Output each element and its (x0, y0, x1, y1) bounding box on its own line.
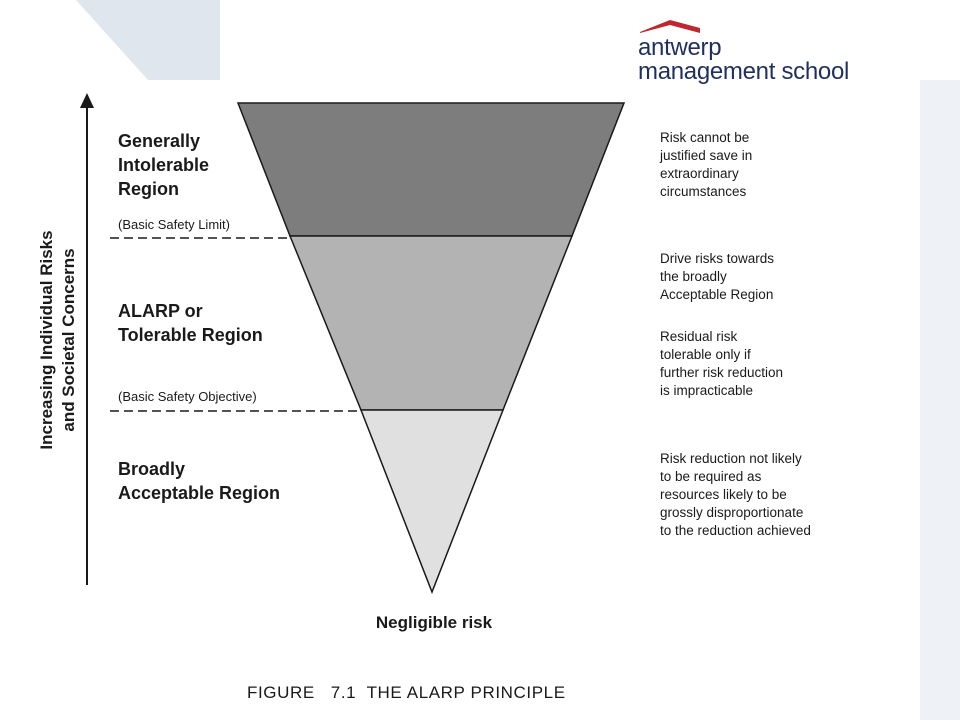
note-risk-reduction: Risk reduction not likely to be required… (660, 451, 811, 538)
note-line: Risk reduction not likely (660, 451, 802, 466)
note-line: further risk reduction (660, 365, 783, 380)
note-line: Risk cannot be (660, 130, 749, 145)
roof-icon (640, 20, 700, 33)
note-drive-risks: Drive risks towards the broadly Acceptab… (660, 251, 774, 302)
alarp-label-line-2: Tolerable Region (118, 325, 263, 345)
acceptable-label-line-1: Broadly (118, 459, 185, 479)
logo-line-2: management school (638, 58, 850, 85)
intolerable-label-line-1: Generally (118, 131, 200, 151)
figure-caption: FIGURE 7.1 THE ALARP PRINCIPLE (247, 683, 566, 702)
note-line: tolerable only if (660, 347, 751, 362)
axis-label-line-2: and Societal Concerns (59, 248, 78, 431)
note-line: Drive risks towards (660, 251, 774, 266)
axis-label-line-1: Increasing Individual Risks (37, 230, 56, 449)
acceptable-region (359, 409, 505, 595)
basic-safety-limit-label: (Basic Safety Limit) (118, 217, 230, 232)
acceptable-label-line-2: Acceptable Region (118, 483, 280, 503)
alarp-label-line-1: ALARP or (118, 301, 203, 321)
note-line: justified save in (659, 148, 752, 163)
note-line: circumstances (660, 184, 747, 199)
note-line: Residual risk (660, 329, 738, 344)
note-line: to be required as (660, 469, 762, 484)
note-line: the broadly (660, 269, 727, 284)
note-line: grossly disproportionate (660, 505, 803, 520)
arrowhead-icon (80, 93, 94, 108)
note-line: Acceptable Region (660, 287, 773, 302)
note-line: extraordinary (660, 166, 739, 181)
note-line: is impracticable (660, 383, 753, 398)
logo-line-1: antwerp (638, 34, 722, 61)
basic-safety-objective-label: (Basic Safety Objective) (118, 389, 257, 404)
school-logo: antwerp management school (638, 18, 849, 84)
intolerable-region (236, 102, 626, 237)
note-line: to the reduction achieved (660, 523, 811, 538)
note-residual-risk: Residual risk tolerable only if further … (660, 329, 783, 398)
background-margin (920, 80, 960, 720)
note-intolerable: Risk cannot be justified save in extraor… (659, 130, 752, 199)
intolerable-label-line-2: Intolerable (118, 155, 209, 175)
alarp-region (288, 235, 574, 411)
negligible-risk-label: Negligible risk (376, 613, 493, 632)
intolerable-label-line-3: Region (118, 179, 179, 199)
note-line: resources likely to be (660, 487, 787, 502)
